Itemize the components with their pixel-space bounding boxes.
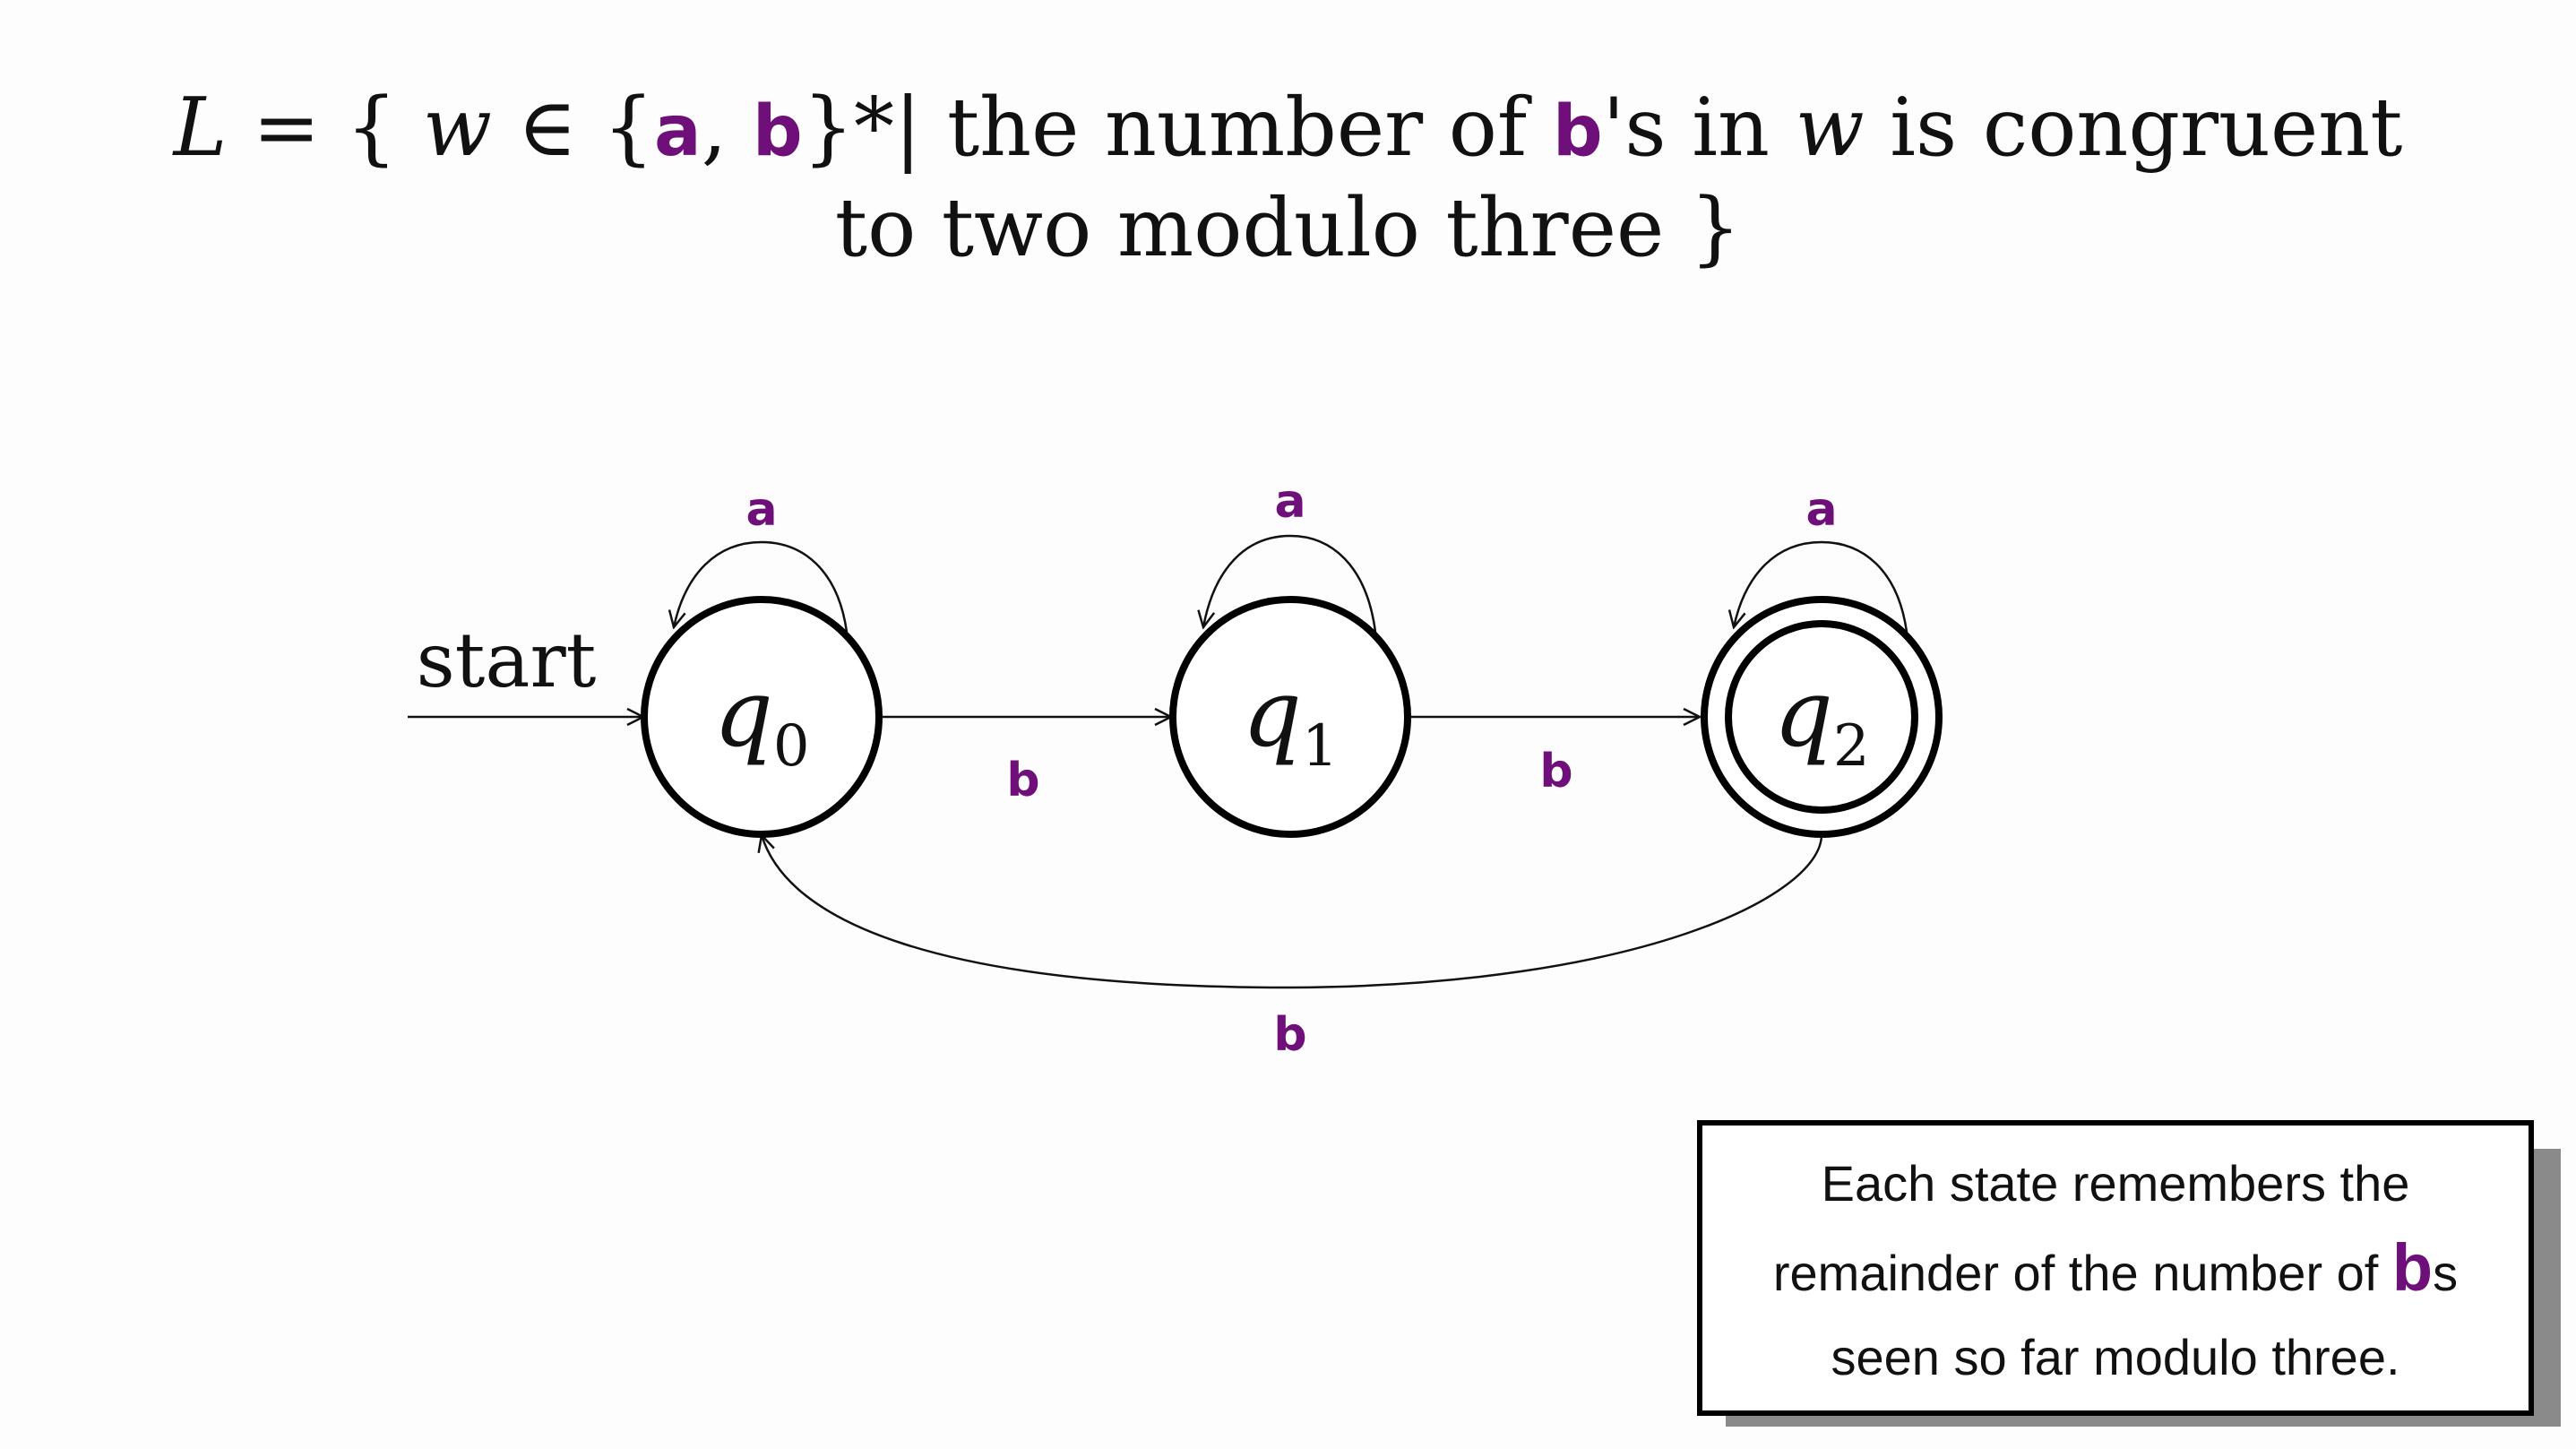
note-line-2-post: s: [2433, 1245, 2459, 1301]
language-definition-line-2: to two modulo three }: [834, 181, 1742, 275]
title-text-comma: ,: [701, 81, 753, 175]
self-loop-q2: [1734, 540, 1908, 633]
state-q2-sub: 2: [1833, 713, 1870, 780]
state-q1-label: q1: [1242, 659, 1338, 780]
note-line-3: seen so far modulo three.: [1831, 1329, 2400, 1385]
title-text-star: }*| the number of: [802, 81, 1553, 175]
title-text-eq: = {: [227, 81, 423, 175]
note-line-2: remainder of the number of bs: [1702, 1226, 2529, 1315]
language-name: L: [173, 81, 228, 175]
label-loop-q0: a: [745, 483, 777, 537]
state-q1-name: q: [1242, 659, 1302, 768]
state-q0-name: q: [713, 659, 773, 768]
explanation-note: Each state remembers the remainder of th…: [1697, 1120, 2534, 1416]
title-text-in: ∈ {: [491, 81, 655, 175]
state-q0-sub: 0: [773, 713, 810, 780]
start-label: start: [417, 617, 597, 704]
state-q1: q1: [1169, 596, 1411, 838]
label-q0-q1: b: [1006, 754, 1039, 807]
title-w-variable: w: [422, 81, 492, 175]
language-definition-line-1: L = { w ∈ {a, b}*| the number of b's in …: [0, 79, 2576, 181]
alphabet-symbol-b: b: [752, 91, 803, 172]
note-line-2-pre: remainder of the number of: [1772, 1245, 2392, 1301]
state-q0: q0: [641, 596, 883, 838]
self-loop-q0: [674, 540, 849, 633]
title-text-rest: is congruent: [1864, 81, 2403, 175]
state-q2-label: q2: [1773, 659, 1869, 780]
state-q2-name: q: [1773, 659, 1833, 768]
label-loop-q2: a: [1805, 483, 1837, 537]
title-symbol-b: b: [1552, 91, 1603, 172]
state-q2-accepting: q2: [1701, 596, 1943, 838]
self-loop-q1: [1203, 534, 1377, 633]
state-q1-sub: 1: [1302, 713, 1339, 780]
alphabet-symbol-a: a: [654, 91, 702, 172]
title-w-variable-2: w: [1795, 81, 1865, 175]
title-text-s-in: 's in: [1602, 81, 1796, 175]
label-loop-q1: a: [1274, 475, 1305, 529]
transition-q2-q0: [762, 835, 1823, 989]
label-q1-q2: b: [1539, 745, 1572, 798]
state-q0-label: q0: [713, 659, 809, 780]
label-q2-q0: b: [1273, 1008, 1306, 1062]
note-line-1: Each state remembers the: [1821, 1155, 2410, 1212]
note-symbol-b: b: [2391, 1230, 2434, 1305]
